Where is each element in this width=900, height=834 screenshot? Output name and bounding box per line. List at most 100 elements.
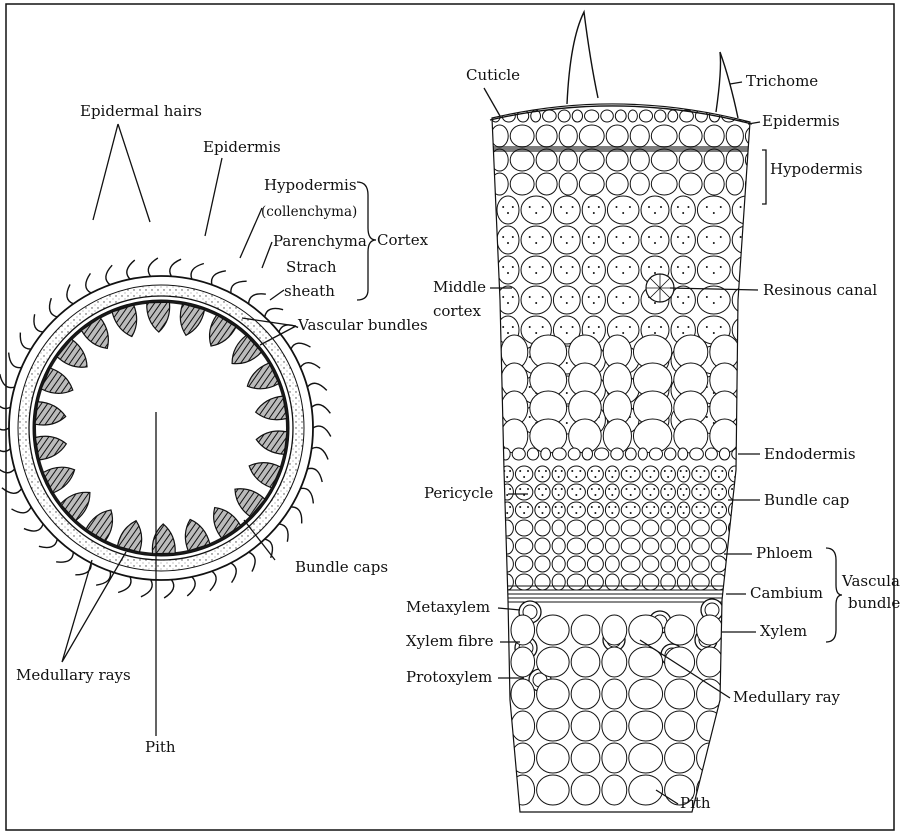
cell (535, 466, 550, 482)
starch-grain (683, 512, 685, 514)
starch-grain (507, 302, 509, 304)
leader-epidermis-left (205, 158, 222, 236)
starch-grain (682, 332, 684, 334)
cell (630, 149, 649, 171)
label-vascular: Vascular (841, 572, 900, 590)
starch-grain (664, 470, 666, 472)
cell (510, 149, 534, 171)
epidermal-hair (265, 308, 283, 316)
starch-grain (566, 332, 568, 334)
starch-grain (555, 470, 557, 472)
leader-strach-sheath (270, 290, 284, 300)
cell (629, 743, 663, 773)
epidermal-hair (12, 507, 32, 513)
left-cross-section (0, 258, 331, 598)
label-epidermal-hairs: Epidermal hairs (80, 102, 202, 120)
leader-hypodermis-left (240, 208, 262, 258)
cell (725, 615, 760, 645)
cell (621, 520, 640, 536)
starch-grain (542, 206, 544, 208)
starch-grain (740, 206, 742, 208)
label-middle-cortex: cortex (433, 302, 482, 320)
cell (582, 448, 592, 460)
starch-grain (527, 506, 529, 508)
starch-grain (535, 332, 537, 334)
starch-grain (646, 506, 648, 508)
starch-grain (588, 236, 590, 238)
starch-grain (664, 488, 666, 490)
starch-grain (649, 494, 651, 496)
epidermal-hair (300, 363, 320, 368)
starch-grain (700, 512, 702, 514)
label-endodermis: Endodermis (764, 445, 856, 463)
cell (692, 538, 709, 554)
label-parenchyma: Parenchyma (273, 232, 367, 250)
cell (552, 484, 565, 500)
starch-grain (752, 266, 754, 268)
starch-grain (608, 488, 610, 490)
cell (572, 110, 582, 122)
cell (582, 286, 605, 314)
label-xylem-fibre: Xylem fibre (406, 632, 494, 650)
starch-grain (626, 488, 628, 490)
starch-grain (734, 494, 736, 496)
cell (587, 466, 603, 482)
leader-epidermal-hairs (93, 124, 150, 222)
starch-grain (682, 272, 684, 274)
label-cambium: Cambium (750, 584, 823, 602)
starch-grain (545, 488, 547, 490)
epidermal-hair (0, 396, 10, 408)
label-resinous-canal: Resinous canal (763, 281, 877, 299)
cell (671, 226, 695, 254)
starch-grain (555, 506, 557, 508)
starch-grain (591, 488, 593, 490)
starch-grain (611, 494, 613, 496)
starch-grain (677, 236, 679, 238)
starch-grain (648, 206, 650, 208)
cell (665, 448, 676, 460)
starch-grain (706, 266, 708, 268)
cell (642, 502, 659, 518)
label-xylem: Xylem (760, 622, 807, 640)
epidermal-hair (249, 552, 255, 571)
cell (605, 538, 619, 554)
epidermal-hair (67, 284, 73, 303)
starch-grain (622, 242, 624, 244)
starch-grain (731, 470, 733, 472)
epidermal-hair (0, 374, 15, 388)
epidermal-hair (39, 539, 57, 547)
cell (729, 556, 742, 572)
cell (642, 574, 659, 590)
starch-grain (630, 512, 632, 514)
label-epidermis-right: Epidermis (762, 112, 840, 130)
starch-grain (591, 506, 593, 508)
starch-grain (629, 266, 631, 268)
epidermal-hair (231, 563, 236, 583)
cell (621, 502, 640, 518)
cell (732, 316, 761, 344)
starch-grain (519, 470, 521, 472)
trichome-left (567, 12, 598, 104)
starch-grain (572, 326, 574, 328)
starch-grain (629, 326, 631, 328)
starch-grain (598, 236, 600, 238)
starch-grain (529, 326, 531, 328)
cell (515, 538, 532, 554)
starch-grain (664, 506, 666, 508)
starch-grain (687, 266, 689, 268)
starch-grain (649, 476, 651, 478)
cell (630, 125, 649, 147)
cell (641, 196, 669, 224)
starch-grain (598, 206, 600, 208)
cell (621, 484, 640, 500)
starch-grain (683, 494, 685, 496)
cell (537, 679, 570, 709)
cell (595, 448, 609, 460)
cell (568, 448, 580, 460)
starch-grain (611, 476, 613, 478)
starch-grain (588, 206, 590, 208)
starch-grain (588, 266, 590, 268)
starch-grain (740, 326, 742, 328)
cell (661, 574, 676, 590)
cell (567, 466, 585, 482)
